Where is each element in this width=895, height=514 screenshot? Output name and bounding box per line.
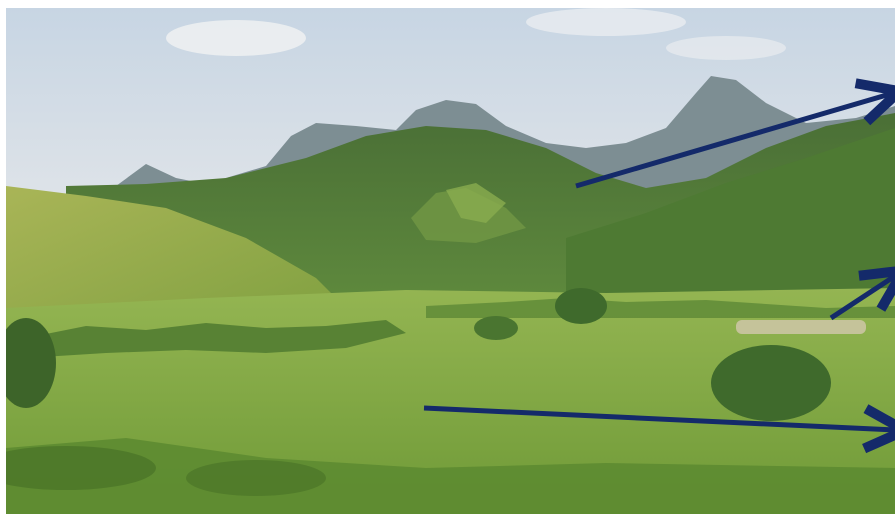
tree-left-edge [6, 318, 56, 408]
foreground-grass [6, 438, 895, 514]
foreground-shadow [6, 446, 156, 490]
arrow-to-pasture [423, 408, 895, 430]
shrub [555, 288, 607, 324]
right-forest-slope [566, 128, 895, 298]
shrub [474, 316, 518, 340]
cloud [666, 36, 786, 60]
cloud [526, 8, 686, 36]
hill-clearing-light [446, 183, 506, 223]
arrow-to-mountain [575, 94, 890, 189]
left-grassy-hill [6, 186, 346, 328]
foreground-shadow [186, 460, 326, 496]
tree-line [26, 320, 406, 358]
arrow-to-herd [829, 276, 895, 321]
distant-tree-line [426, 298, 895, 318]
cloud [166, 20, 306, 56]
landscape-illustration [6, 8, 895, 514]
cattle-herd [736, 320, 866, 334]
landscape-photo [6, 8, 895, 514]
shrub-large [711, 345, 831, 421]
